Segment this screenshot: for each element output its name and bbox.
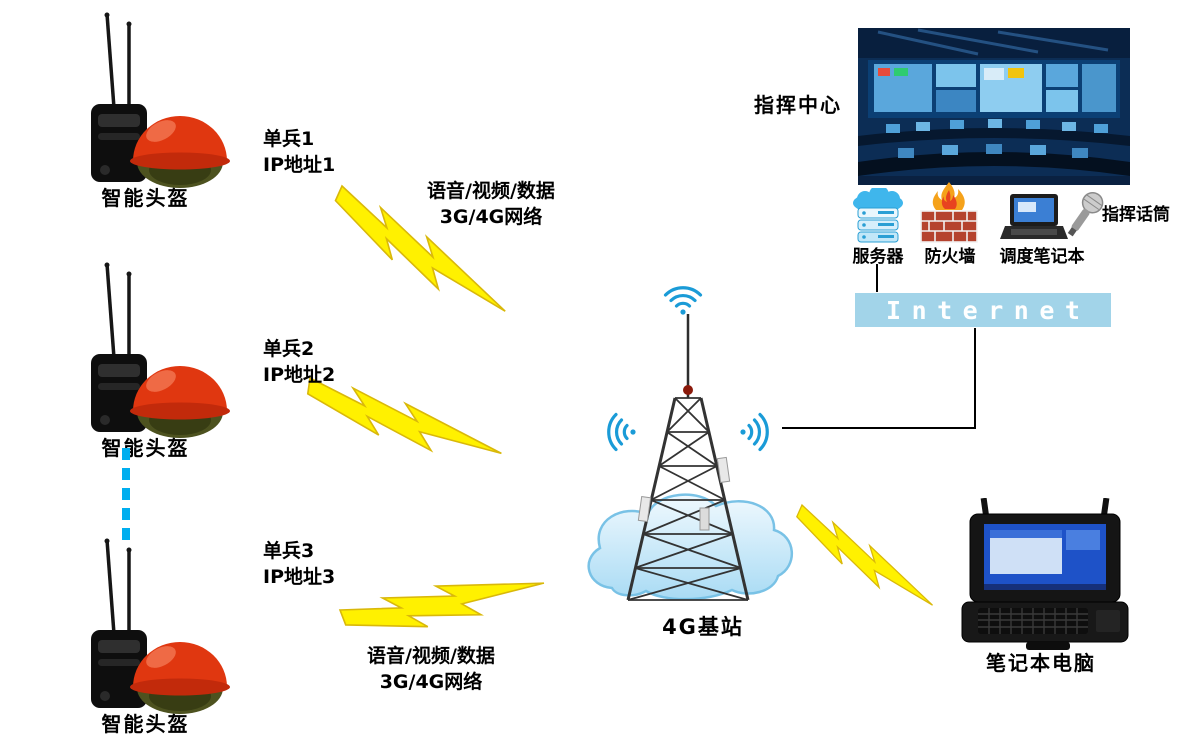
soldier-1-caption: 单兵1 IP地址1 bbox=[263, 126, 335, 178]
firewall-label: 防火墙 bbox=[924, 247, 976, 267]
link-caption-top: 语音/视频/数据 3G/4G网络 bbox=[400, 178, 582, 230]
soldier-2-ip: IP地址2 bbox=[263, 364, 336, 387]
smart-helmet-icon bbox=[89, 12, 232, 188]
command-center-photo bbox=[858, 28, 1130, 185]
smart-helmet-icon bbox=[89, 538, 232, 714]
link-caption-top-line2: 3G/4G网络 bbox=[439, 206, 543, 229]
link-caption-bottom-line2: 3G/4G网络 bbox=[379, 671, 483, 694]
laptop-label: 笔记本电脑 bbox=[986, 651, 1096, 675]
helmet-label: 智能头盔 bbox=[101, 436, 190, 460]
soldier-1-name: 单兵1 bbox=[263, 128, 315, 150]
helmet-unit-3: 智能头盔 bbox=[58, 538, 233, 744]
link-caption-top-line1: 语音/视频/数据 bbox=[427, 180, 555, 202]
microphone-label: 指挥话筒 bbox=[1102, 205, 1170, 225]
wireless-link-bolt-4 bbox=[783, 504, 949, 611]
helmet-label: 智能头盔 bbox=[101, 712, 190, 736]
wireless-link-bolt-2 bbox=[301, 377, 509, 462]
cell-tower bbox=[626, 314, 750, 601]
server-label: 服务器 bbox=[852, 247, 904, 267]
server-icon bbox=[850, 188, 906, 244]
dispatch-laptop-label: 调度笔记本 bbox=[999, 247, 1085, 267]
control-room-image bbox=[858, 28, 1130, 185]
wifi-signal-left-icon bbox=[607, 412, 638, 452]
helmet-unit-2: 智能头盔 bbox=[58, 262, 233, 468]
command-center-label: 指挥中心 bbox=[754, 93, 842, 117]
microphone-icon bbox=[1062, 188, 1106, 244]
wifi-signal-right-icon bbox=[738, 412, 769, 452]
link-caption-bottom: 语音/视频/数据 3G/4G网络 bbox=[345, 643, 517, 695]
base-station-label: 4G基站 bbox=[662, 615, 744, 639]
soldier-2-name: 单兵2 bbox=[263, 338, 315, 360]
internet-label: Internet bbox=[886, 295, 1091, 325]
soldier-3-caption: 单兵3 IP地址3 bbox=[263, 538, 335, 590]
soldier-2-caption: 单兵2 IP地址2 bbox=[263, 336, 335, 388]
link-caption-bottom-line1: 语音/视频/数据 bbox=[367, 645, 495, 667]
wifi-signal-top-icon bbox=[663, 286, 703, 317]
firewall-icon bbox=[920, 182, 978, 244]
internet-bar: Internet bbox=[855, 293, 1111, 327]
rugged-laptop-icon bbox=[960, 498, 1132, 650]
helmet-label: 智能头盔 bbox=[101, 186, 190, 210]
soldier-1-ip: IP地址1 bbox=[263, 154, 336, 177]
soldier-3-name: 单兵3 bbox=[263, 540, 315, 562]
soldier-3-ip: IP地址3 bbox=[263, 566, 336, 589]
dispatch-laptop-icon bbox=[1000, 194, 1068, 246]
helmet-unit-1: 智能头盔 bbox=[58, 12, 233, 218]
ellipsis-dots bbox=[122, 448, 130, 548]
connector-lines bbox=[782, 264, 976, 429]
smart-helmet-icon bbox=[89, 262, 232, 438]
